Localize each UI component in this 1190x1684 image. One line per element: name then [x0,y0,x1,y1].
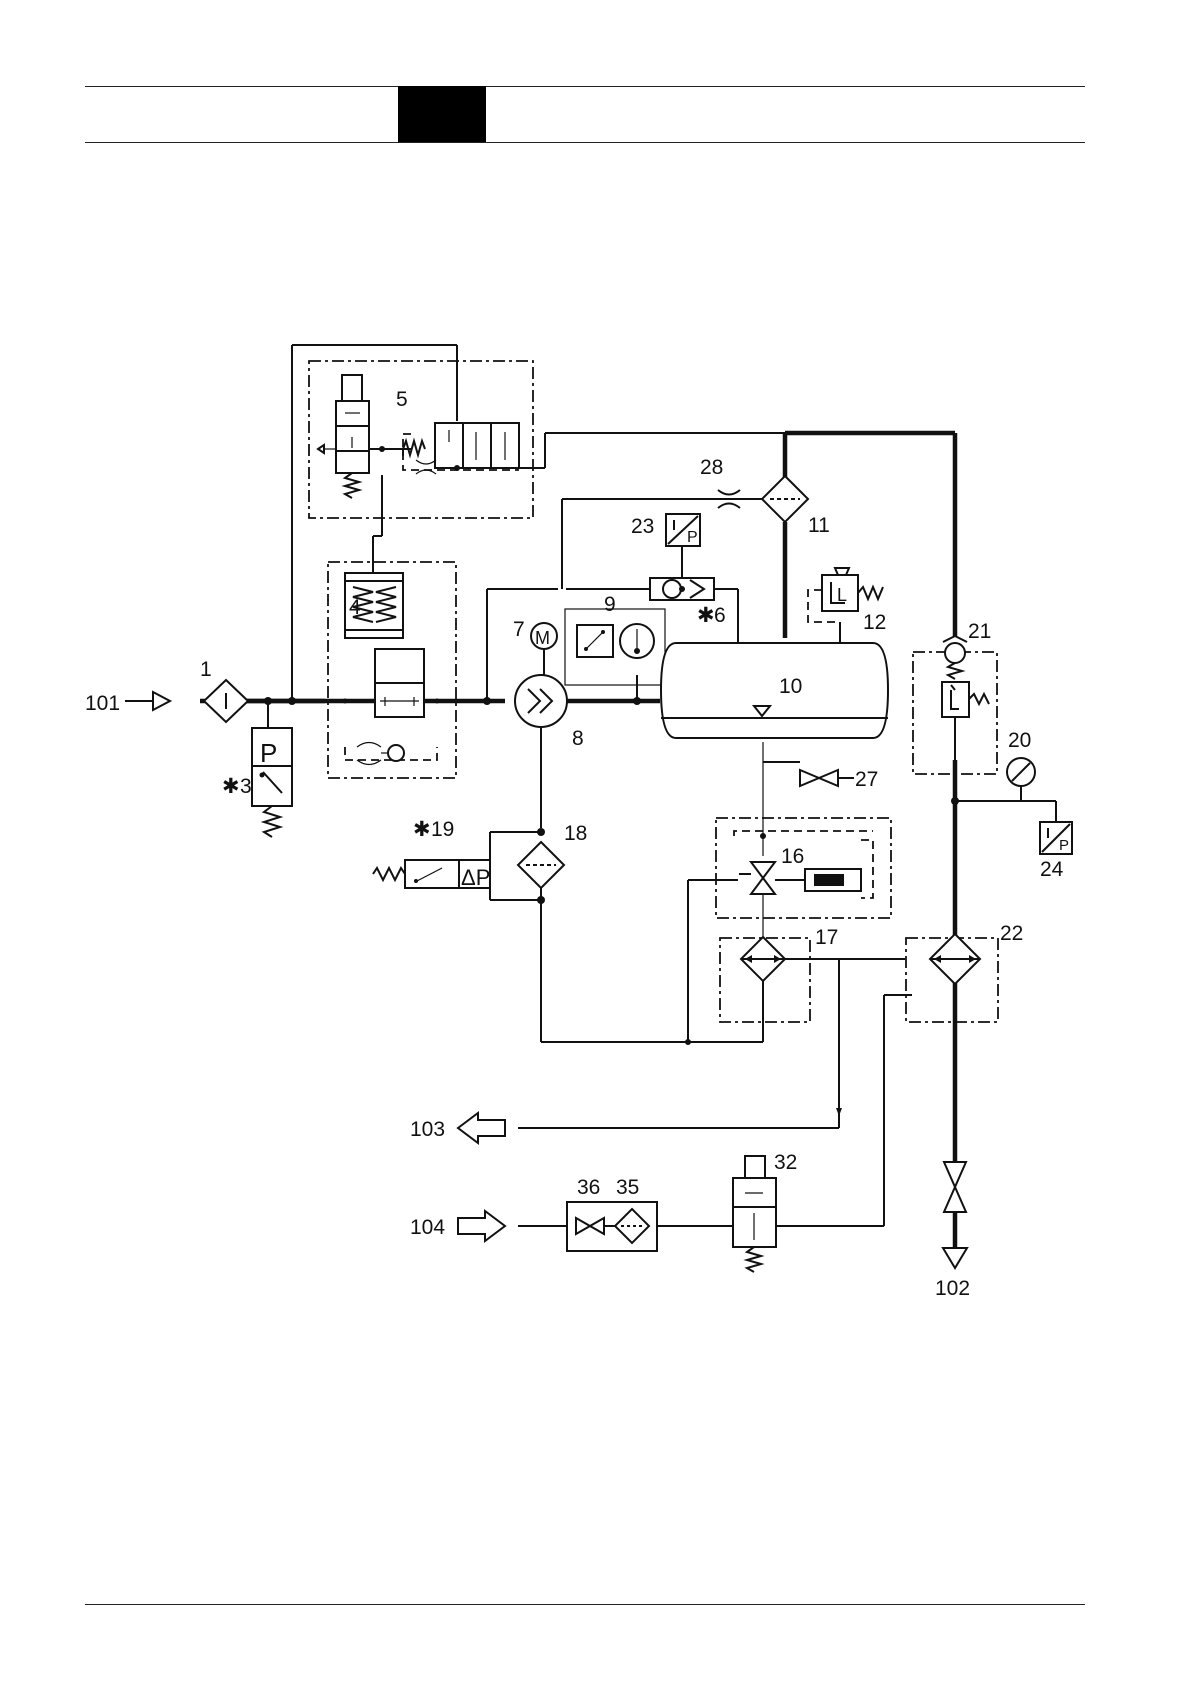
thermo-9-symbol [577,624,654,658]
label-10: 10 [779,675,802,698]
label-3: 3 [240,775,252,798]
label-9: 9 [604,593,616,616]
label-1: 1 [200,658,212,681]
valve-21-symbol [942,636,989,805]
check-valve-6-symbol [650,578,714,600]
transducer-24-symbol: P [1040,822,1072,854]
label-12: 12 [863,611,886,634]
valve-block-5-symbol [318,375,519,498]
solenoid-valve-32-symbol [733,1156,776,1272]
level-glyph: L [837,585,847,605]
dp-switch-glyph: ΔP [461,865,490,890]
label-7: 7 [513,618,525,641]
component-labels: 101 1 ✱ 3 P 4 5 ✱ 6 7 8 9 10 11 12 L 16 … [85,388,1064,1300]
filter-1-symbol [204,680,248,722]
label-104: 104 [410,1216,445,1239]
exchanger-22-symbol [930,934,980,984]
label-16: 16 [781,845,804,868]
label-8: 8 [572,727,584,750]
label-36: 36 [577,1176,600,1199]
label-3-star: ✱ [222,775,240,798]
motor-glyph: M [535,628,550,648]
label-27: 27 [855,768,878,791]
dp-switch-19-symbol: ΔP [373,860,490,890]
gauge-20-symbol [1007,758,1035,786]
valve-filter-36-35-symbol [567,1202,657,1251]
label-21: 21 [968,620,991,643]
transducer-23-symbol: P [666,514,700,546]
drain-valve-27-symbol [800,770,838,786]
label-19-star: ✱ [413,818,431,841]
label-17: 17 [815,926,838,949]
compressor-8-symbol [515,675,567,727]
motor-7-symbol: M [531,623,557,679]
label-6: 6 [714,604,726,627]
label-5: 5 [396,388,408,411]
outlet-103-arrow [458,1100,842,1143]
transducer-24-glyph: P [1059,837,1069,854]
label-6-star: ✱ [697,604,715,627]
label-103: 103 [410,1118,445,1141]
label-19: 19 [431,818,454,841]
label-101: 101 [85,692,120,715]
label-18: 18 [564,822,587,845]
label-22: 22 [1000,922,1023,945]
inlet-101-symbol [153,692,170,710]
filter-11-symbol [762,476,808,522]
label-35: 35 [616,1176,639,1199]
level-switch-12-symbol [822,568,883,611]
label-28: 28 [700,456,723,479]
label-23: 23 [631,515,654,538]
filter-18-symbol [518,828,691,1045]
label-102: 102 [935,1277,970,1300]
label-20: 20 [1008,729,1031,752]
label-32: 32 [774,1151,797,1174]
transducer-23-glyph: P [687,529,698,546]
inlet-104-arrow [458,1211,505,1241]
tank-10-symbol [661,643,888,738]
exchanger-17-symbol [741,937,785,1042]
switch-3-glyph: P [260,738,277,768]
label-11: 11 [808,514,830,537]
label-4: 4 [349,596,361,619]
label-24: 24 [1040,858,1064,881]
